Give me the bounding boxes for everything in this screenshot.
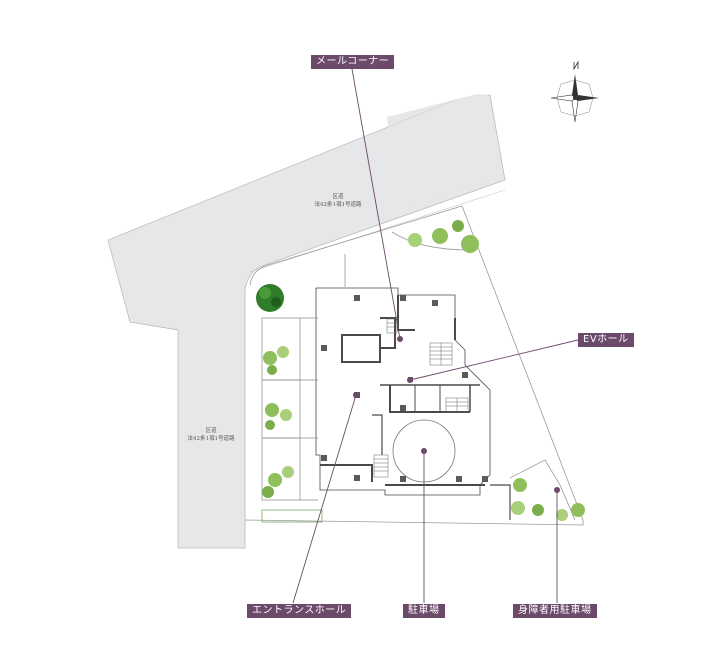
stairs <box>373 318 469 478</box>
landscape-trees <box>256 220 585 521</box>
west-parking-bays <box>261 317 323 523</box>
north-road-name: 区道 <box>332 192 344 200</box>
leader-mail-corner <box>351 68 401 340</box>
leader-lines <box>292 68 579 604</box>
north-road-law: 法42条1項1号道路 <box>315 200 362 208</box>
label-mail-corner: メールコーナー <box>311 55 395 69</box>
label-entrance-hall: エントランスホール <box>247 604 352 618</box>
compass-rose-icon <box>550 60 599 123</box>
building-outline <box>315 287 511 520</box>
leader-ev-hall <box>409 339 579 381</box>
west-road-name: 区道 <box>205 426 217 434</box>
accessible-bay <box>509 459 576 521</box>
leader-entrance-hall <box>292 394 357 604</box>
road-area <box>107 94 506 549</box>
label-accessible-parking: 身障者用駐車場 <box>513 604 597 618</box>
site-boundary <box>244 205 584 526</box>
label-ev-hall: EVホール <box>578 333 634 347</box>
label-parking: 駐車場 <box>403 604 445 618</box>
west-road-law: 法42条1項1号道路 <box>188 434 235 442</box>
